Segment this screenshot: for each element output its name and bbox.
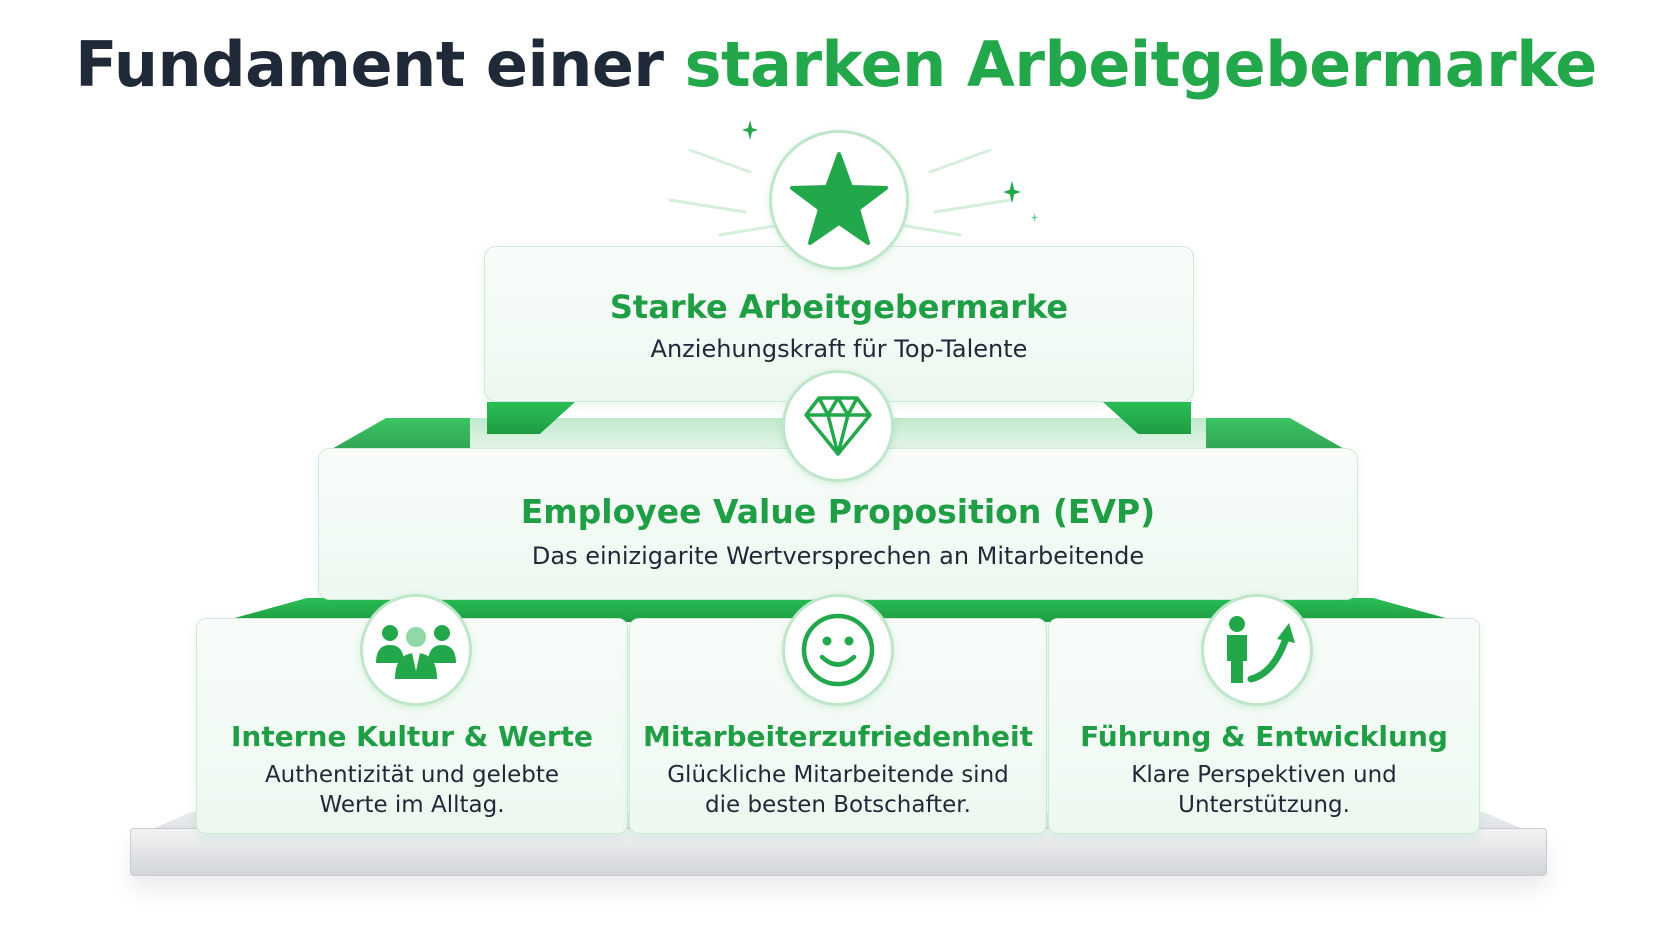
pillar-leadership-line1: Klare Perspektiven und — [1131, 762, 1397, 788]
middle-ledge-left-accent — [330, 418, 470, 450]
pillar-culture-title: Interne Kultur & Werte — [230, 720, 594, 753]
sparkle-icon — [1031, 213, 1038, 222]
diamond-icon — [782, 370, 894, 482]
tier-middle-title: Employee Value Proposition (EVP) — [520, 492, 1156, 531]
tier-top-subtitle: Anziehungskraft für Top-Talente — [650, 335, 1028, 363]
sparkle-icon — [1003, 180, 1021, 204]
smiley-icon — [782, 594, 894, 706]
team-icon — [360, 594, 472, 706]
middle-ledge-right-accent — [1206, 418, 1346, 450]
page-title: Fundament einer starken Arbeitgebermarke — [0, 28, 1672, 101]
pillar-culture-line2: Werte im Alltag. — [319, 792, 505, 818]
pillar-culture-line1: Authentizität und gelebte — [264, 762, 560, 788]
base-slab — [130, 828, 1547, 876]
pillar-leadership-line2: Unterstützung. — [1178, 792, 1350, 818]
tier-middle-subtitle: Das einizigarite Wertversprechen an Mita… — [531, 542, 1145, 570]
star-icon — [769, 130, 909, 270]
light-rays-decoration — [668, 148, 1012, 237]
title-part-dark: Fundament einer — [75, 28, 664, 101]
title-part-accent: starken Arbeitgebermarke — [684, 28, 1598, 101]
pillar-satisfaction-line2: die besten Botschafter. — [705, 792, 971, 818]
growth-person-icon — [1201, 594, 1313, 706]
sparkle-icon — [742, 120, 758, 140]
pillar-leadership-title: Führung & Entwicklung — [1080, 720, 1448, 753]
pillar-satisfaction-line1: Glückliche Mitarbeitende sind — [667, 762, 1009, 788]
tier-top-title: Starke Arbeitgebermarke — [609, 288, 1069, 326]
pillar-satisfaction-title: Mitarbeiterzufriedenheit — [642, 720, 1034, 753]
